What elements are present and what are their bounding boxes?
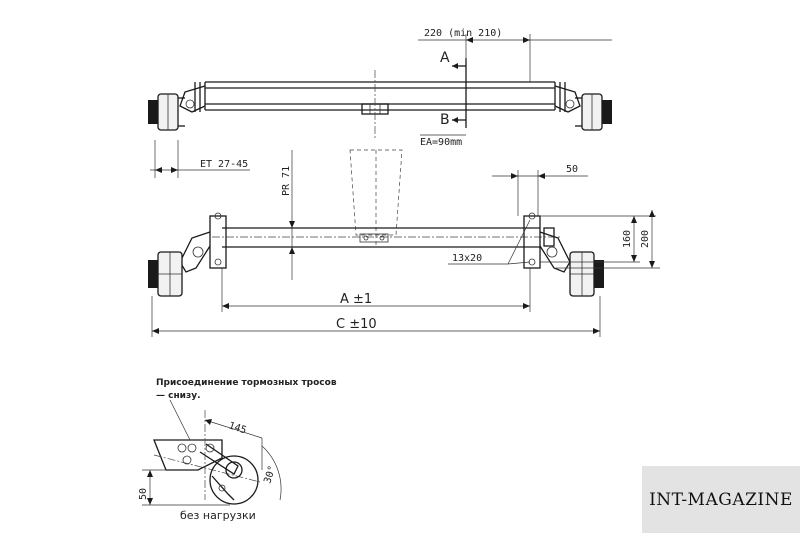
detail-caption: без нагрузки <box>180 509 256 522</box>
dim-200-label: 200 <box>640 230 651 248</box>
brake-cable-detail: Присоединение тормозных тросов — снизу. … <box>138 378 337 522</box>
detail-note-line2: — снизу. <box>156 391 201 401</box>
section-a-label: A <box>440 50 450 66</box>
top-axle-view: 220 (min 210) A B EA=90mm ET 27-45 <box>148 28 612 178</box>
section-b-label: B <box>440 112 450 128</box>
pr-label: PR 71 <box>281 166 292 196</box>
angle-label: 30° <box>262 464 278 485</box>
dim-c-label: C ±10 <box>336 317 377 332</box>
ea-label: EA=90mm <box>420 137 462 148</box>
dim-145-label: 145 <box>227 420 248 436</box>
dim-a-label: A ±1 <box>340 292 372 307</box>
et-label: ET 27-45 <box>200 159 248 170</box>
dim-50v-label: 50 <box>138 488 149 500</box>
detail-note-line1: Присоединение тормозных тросов <box>156 378 337 388</box>
watermark-box: INT-MAGAZINE <box>642 466 800 533</box>
dim-50-label: 50 <box>566 164 578 175</box>
bolt-label: 13x20 <box>452 253 482 264</box>
dim-160-label: 160 <box>622 230 633 248</box>
watermark-text: INT-MAGAZINE <box>649 489 793 510</box>
dim-offset-label: 220 (min 210) <box>424 28 502 39</box>
bottom-axle-view: PR 71 50 160 200 13x20 A ±1 C ±10 <box>148 149 660 337</box>
